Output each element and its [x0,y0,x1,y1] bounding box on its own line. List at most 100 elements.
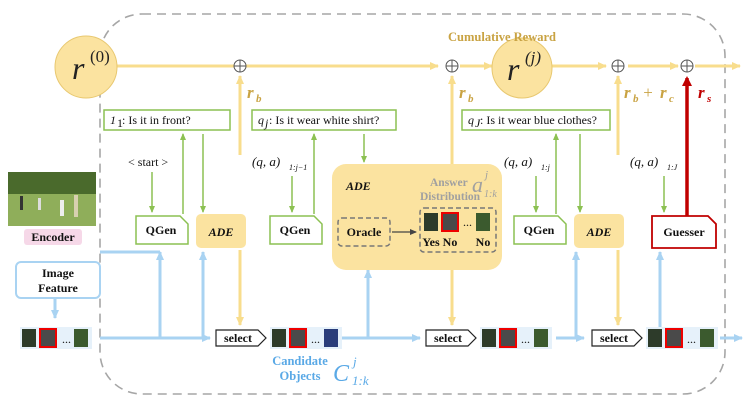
ade-node-1: ADE [196,214,246,248]
reward-superscript: (0) [90,47,110,66]
ade-to-select-flow [236,250,622,326]
reward-symbol: r [72,50,85,86]
svg-text:r: r [698,83,705,102]
svg-text:j: j [483,169,488,181]
qgen-node-2: QGen [269,215,323,245]
svg-text:: Is it in front?: : Is it in front? [122,113,191,127]
svg-text:j: j [263,116,269,130]
candidate-objects-label-line2: Objects [280,369,321,383]
select-node: select [215,329,267,347]
candidate-strip-initial: ... [20,327,92,349]
answer-distribution-box: ... Yes No No [419,207,497,253]
reward-symbol: r [507,51,520,87]
svg-text:(q, a): (q, a) [630,154,658,169]
input-image [8,172,96,226]
image-feature-box [15,261,101,299]
svg-text:C: C [333,361,350,387]
svg-text:J: J [475,116,481,130]
image-feature-label-line2: Feature [38,281,78,295]
sum-node [445,59,459,73]
svg-text:1:J: 1:J [667,163,678,172]
svg-text:(q, a): (q, a) [504,154,532,169]
encoder-box [24,229,82,245]
qgen-node-3: QGen [513,215,567,245]
start-token: < start > [128,155,168,169]
candidate-strip-1: ... [270,327,342,349]
answer-symbol: a j 1:k [472,169,497,200]
svg-text:1:j−1: 1:j−1 [289,163,307,172]
svg-text:: Is it wear blue clothes?: : Is it wear blue clothes? [480,113,597,127]
sum-node [611,59,625,73]
question-q1: 1 1 : Is it in front? [103,109,231,131]
sum-node [233,59,247,73]
cumulative-reward-label: Cumulative Reward [448,30,556,44]
svg-text:1:k: 1:k [484,189,497,200]
svg-text:b: b [633,93,639,105]
history-h3: (q, a) 1:J [630,154,678,172]
answer-distribution-label-line1: Answer [430,177,468,189]
rb-label: r b [459,83,474,105]
svg-text:r: r [624,83,631,102]
svg-text:1:j: 1:j [541,163,551,172]
svg-text:b: b [468,93,474,105]
answer-distribution-label-line2: Distribution [420,191,481,203]
encoder-label: Encoder [31,230,75,244]
initial-reward-node: r (0) [54,35,118,99]
oracle-node: Oracle [337,217,391,247]
svg-text:ADE: ADE [208,225,234,239]
candidate-strip-2: ... [480,327,552,349]
candidate-symbol: C j 1:k [333,354,369,388]
rs-label: r s [698,83,711,105]
guesser-node: Guesser [651,215,717,249]
svg-text:q: q [258,113,264,127]
svg-text:QGen: QGen [524,223,555,237]
svg-text:1:k: 1:k [352,373,369,388]
question-qj: q j : Is it wear white shirt? [251,109,397,131]
ellipsis: ... [521,332,530,346]
question-qJ: q J : Is it wear blue clothes? [461,109,611,131]
svg-text:b: b [256,93,262,105]
svg-text:s: s [706,93,711,105]
reward-superscript: (j) [525,48,541,67]
svg-text:...: ... [463,215,472,229]
svg-text:1: 1 [117,116,123,130]
svg-text:Guesser: Guesser [663,225,705,239]
svg-text:r: r [459,83,466,102]
svg-text:QGen: QGen [146,223,177,237]
svg-text:q: q [468,113,474,127]
rb-plus-rc-label: r b + r c [624,83,674,105]
svg-text:j: j [351,354,357,369]
svg-text:1: 1 [110,113,116,127]
candidate-strip-3: ... [646,327,718,349]
select-label: select [224,331,252,345]
svg-text:: Is it wear white shirt?: : Is it wear white shirt? [269,113,379,127]
process-container [99,13,726,395]
turn-reward-node: r (j) [491,37,553,99]
reward-flow [108,62,741,200]
history-h1: (q, a) 1:j−1 [252,154,307,172]
ade-label: ADE [345,179,371,193]
sum-node [680,59,694,73]
svg-text:No: No [476,235,491,249]
select-node: select [425,329,477,347]
svg-text:a: a [472,172,483,197]
history-h2: (q, a) 1:j [504,154,551,172]
svg-text:ADE: ADE [586,225,612,239]
svg-text:(q, a): (q, a) [252,154,280,169]
candidate-objects-label-line1: Candidate [272,354,328,368]
candidate-flow [51,250,743,342]
svg-text:Yes: Yes [422,235,440,249]
ellipsis: ... [311,332,320,346]
rb-label: r b [247,83,262,105]
select-label: select [434,331,462,345]
svg-text:No: No [443,235,458,249]
svg-text:r: r [247,83,254,102]
svg-text:r: r [660,83,667,102]
svg-text:QGen: QGen [280,223,311,237]
svg-text:Oracle: Oracle [347,225,382,239]
select-label: select [600,331,628,345]
image-feature-label-line1: Image [42,266,75,280]
ade-node-3: ADE [574,214,624,248]
ellipsis: ... [687,332,696,346]
